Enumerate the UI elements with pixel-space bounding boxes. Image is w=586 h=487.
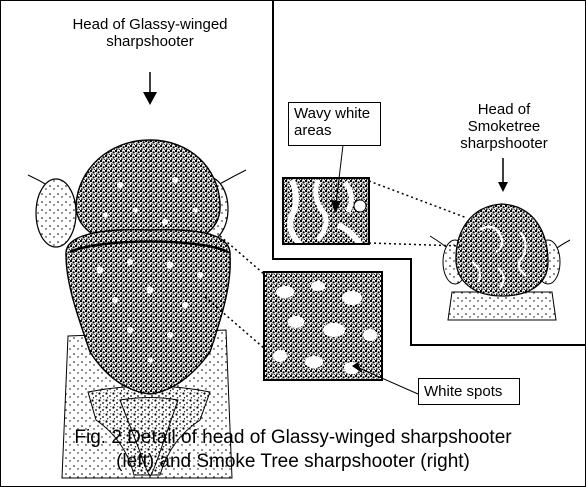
label-smoketree-head: Head of Smoketree sharpshooter	[448, 101, 560, 152]
arrow-smoketree-head	[498, 158, 508, 192]
white-spots-detail-box	[264, 272, 382, 380]
label-white-spots: White spots	[418, 378, 520, 405]
wavy-white-detail-box	[283, 178, 369, 244]
caption-line-2: (left) and Smoke Tree sharpshooter (righ…	[0, 450, 586, 474]
label-gws-head: Head of Glassy-winged sharpshooter	[30, 16, 270, 50]
arrow-gws-head	[143, 72, 157, 105]
smoketree-head-drawing	[430, 204, 570, 320]
caption-line-1: Fig. 2 Detail of head of Glassy-winged s…	[0, 426, 586, 450]
label-wavy-white-areas: Wavy white areas	[288, 102, 381, 146]
figure-caption: Fig. 2 Detail of head of Glassy-winged s…	[0, 426, 586, 474]
